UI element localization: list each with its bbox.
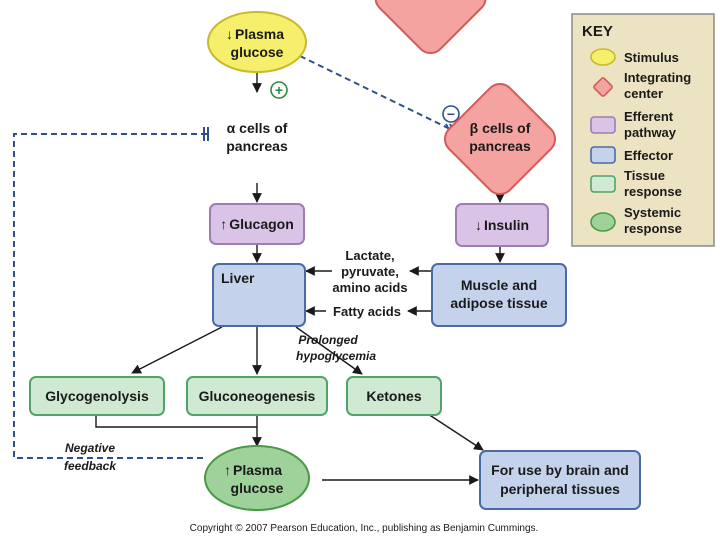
svg-text:pyruvate,: pyruvate,	[341, 264, 399, 279]
dashed-negative-feedback	[13, 133, 208, 459]
dashed-stimulus-to-beta	[299, 55, 453, 131]
up-arrow: ↑	[220, 216, 227, 232]
svg-text:amino acids: amino acids	[332, 280, 407, 295]
key-tissue-swatch	[590, 175, 616, 193]
key-title: KEY	[582, 23, 613, 40]
svg-text:Tissue: Tissue	[624, 168, 665, 183]
alpha-cells-pancreas	[374, 0, 487, 54]
down-arrow: ↓	[226, 26, 233, 42]
key-legend: KEY Stimulus Integrating center Efferent…	[571, 13, 715, 247]
gluconeogenesis-box: Gluconeogenesis	[186, 376, 328, 416]
svg-text:−: −	[447, 106, 455, 122]
muscle-adipose-box: Muscle and adipose tissue	[431, 263, 567, 327]
svg-text:↓Plasma: ↓Plasma	[226, 26, 284, 42]
feedback-tick	[203, 127, 209, 141]
svg-text:Negative: Negative	[65, 441, 115, 455]
up-arrow: ↑	[224, 462, 231, 478]
svg-text:Prolonged: Prolonged	[298, 333, 358, 347]
copyright-text: Copyright © 2007 Pearson Education, Inc.…	[190, 523, 539, 534]
svg-text:hypoglycemia: hypoglycemia	[296, 349, 376, 363]
liver-box: Liver	[212, 263, 306, 327]
svg-text:Stimulus: Stimulus	[624, 50, 679, 65]
arrow-liver-to-glycogenolysis	[131, 326, 223, 374]
svg-text:Glycogenolysis: Glycogenolysis	[45, 388, 149, 404]
svg-text:feedback: feedback	[64, 459, 117, 473]
svg-text:pancreas: pancreas	[226, 138, 288, 154]
svg-text:Efferent: Efferent	[624, 109, 674, 124]
svg-text:Ketones: Ketones	[366, 388, 421, 404]
connectors	[95, 72, 505, 485]
svg-text:peripheral tissues: peripheral tissues	[500, 481, 620, 497]
glycogenolysis-box: Glycogenolysis	[29, 376, 165, 416]
svg-text:pancreas: pancreas	[469, 138, 531, 154]
svg-text:Integrating: Integrating	[624, 70, 691, 85]
brain-peripheral-box: For use by brain and peripheral tissues	[479, 450, 641, 510]
svg-text:center: center	[624, 86, 663, 101]
svg-text:pathway: pathway	[624, 125, 677, 140]
arrow-glycogenolysis-to-glucose	[95, 415, 257, 428]
svg-text:Liver: Liver	[221, 270, 255, 286]
arrow-liver-to-ketones	[295, 326, 363, 375]
svg-text:Systemic: Systemic	[624, 205, 681, 220]
svg-text:response: response	[624, 221, 682, 236]
glucagon-box: ↑Glucagon	[209, 203, 305, 245]
svg-text:glucose: glucose	[231, 44, 284, 60]
svg-text:Effector: Effector	[624, 148, 673, 163]
svg-text:For use by brain and: For use by brain and	[491, 462, 629, 478]
negative-feedback-label: Negative feedback	[64, 441, 117, 473]
svg-text:glucose: glucose	[231, 480, 284, 496]
svg-text:Gluconeogenesis: Gluconeogenesis	[199, 388, 316, 404]
ketones-box: Ketones	[346, 376, 442, 416]
svg-text:↓Insulin: ↓Insulin	[475, 217, 529, 233]
svg-text:↑Glucagon: ↑Glucagon	[220, 216, 294, 232]
svg-text:↑Plasma: ↑Plasma	[224, 462, 282, 478]
svg-text:response: response	[624, 184, 682, 199]
plus-sign: +	[270, 81, 288, 99]
substrates-label: Lactate, pyruvate, amino acids	[332, 248, 407, 295]
key-effector-swatch	[590, 146, 616, 164]
minus-sign: −	[442, 105, 460, 123]
stimulus-plasma-glucose: ↓Plasma glucose	[207, 11, 307, 73]
svg-text:Muscle and: Muscle and	[461, 277, 537, 293]
arrow-ketones-to-brain	[427, 413, 484, 451]
fatty-acids-label: Fatty acids	[333, 304, 401, 319]
insulin-box: ↓Insulin	[455, 203, 549, 247]
svg-text:+: +	[275, 82, 283, 98]
prolonged-hypoglycemia-label: Prolonged hypoglycemia	[296, 333, 376, 363]
beta-cells-pancreas	[443, 82, 557, 196]
svg-text:adipose tissue: adipose tissue	[450, 295, 547, 311]
key-stimulus-swatch	[590, 48, 616, 66]
svg-text:Lactate,: Lactate,	[345, 248, 394, 263]
down-arrow: ↓	[475, 217, 482, 233]
key-systemic-swatch	[590, 212, 616, 232]
systemic-plasma-glucose: ↑Plasma glucose	[204, 445, 310, 511]
key-integrating-swatch	[593, 77, 613, 97]
key-efferent-swatch	[590, 116, 616, 134]
